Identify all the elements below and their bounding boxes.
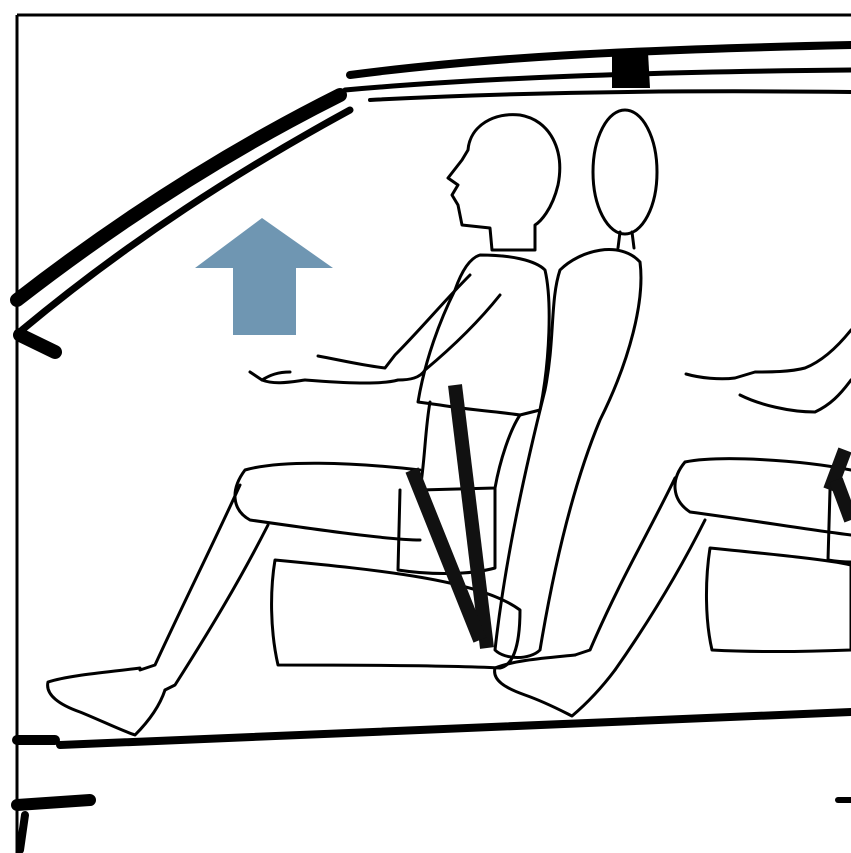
car-lower-body xyxy=(17,740,851,850)
car-roof xyxy=(17,45,851,352)
rear-passenger-figure xyxy=(495,330,851,716)
car-floor xyxy=(60,712,851,745)
seatbelt xyxy=(412,385,487,648)
up-arrow-icon xyxy=(195,218,333,335)
